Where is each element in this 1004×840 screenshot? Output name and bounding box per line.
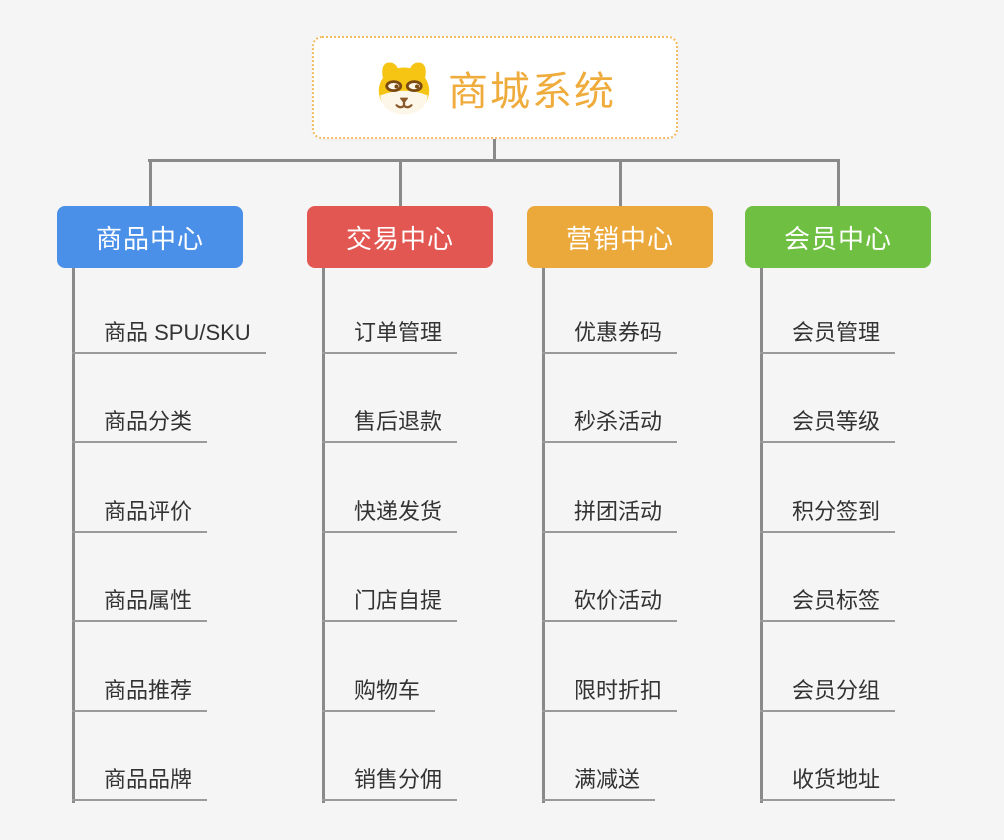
root-label: 商城系统 (448, 69, 616, 114)
leaf-node[interactable]: 会员分组 (760, 678, 896, 712)
branch-node[interactable]: 会员中心 (745, 206, 931, 268)
leaf-node[interactable]: 商品推荐 (72, 678, 208, 712)
branch-node[interactable]: 商品中心 (57, 206, 243, 268)
branch-node[interactable]: 营销中心 (527, 206, 713, 268)
leaf-node[interactable]: 商品分类 (72, 409, 208, 443)
leaf-node[interactable]: 商品品牌 (72, 767, 208, 801)
connector-drop (398, 159, 402, 206)
leaf-node[interactable]: 订单管理 (322, 320, 458, 354)
leaf-node[interactable]: 商品评价 (72, 499, 208, 533)
leaf-node[interactable]: 拼团活动 (542, 499, 678, 533)
leaf-node[interactable]: 砍价活动 (542, 588, 678, 622)
leaf-node[interactable]: 积分签到 (760, 499, 896, 533)
leaf-node[interactable]: 秒杀活动 (542, 409, 678, 443)
connector-trunk (760, 268, 763, 803)
leaf-node[interactable]: 会员等级 (760, 409, 896, 443)
connector-drop (148, 159, 152, 206)
connector-trunk (542, 268, 545, 803)
leaf-node[interactable]: 快递发货 (322, 499, 458, 533)
leaf-node[interactable]: 收货地址 (760, 767, 896, 801)
root-node[interactable]: 商城系统 (312, 36, 678, 139)
leaf-node[interactable]: 销售分佣 (322, 767, 458, 801)
connector-drop (836, 159, 840, 206)
leaf-node[interactable]: 优惠券码 (542, 320, 678, 354)
leaf-node[interactable]: 门店自提 (322, 588, 458, 622)
leaf-node[interactable]: 商品 SPU/SKU (72, 320, 266, 354)
leaf-node[interactable]: 会员标签 (760, 588, 896, 622)
connector-bus (148, 159, 838, 162)
connector-trunk (322, 268, 325, 803)
branch-node[interactable]: 交易中心 (307, 206, 493, 268)
leaf-node[interactable]: 售后退款 (322, 409, 458, 443)
connector-drop (618, 159, 622, 206)
connector-trunk (72, 268, 75, 803)
leaf-node[interactable]: 会员管理 (760, 320, 896, 354)
shiba-dog-icon (374, 60, 434, 116)
leaf-node[interactable]: 商品属性 (72, 588, 208, 622)
leaf-node[interactable]: 购物车 (322, 678, 436, 712)
connector-root-stem (493, 139, 496, 162)
leaf-node[interactable]: 限时折扣 (542, 678, 678, 712)
leaf-node[interactable]: 满减送 (542, 767, 656, 801)
